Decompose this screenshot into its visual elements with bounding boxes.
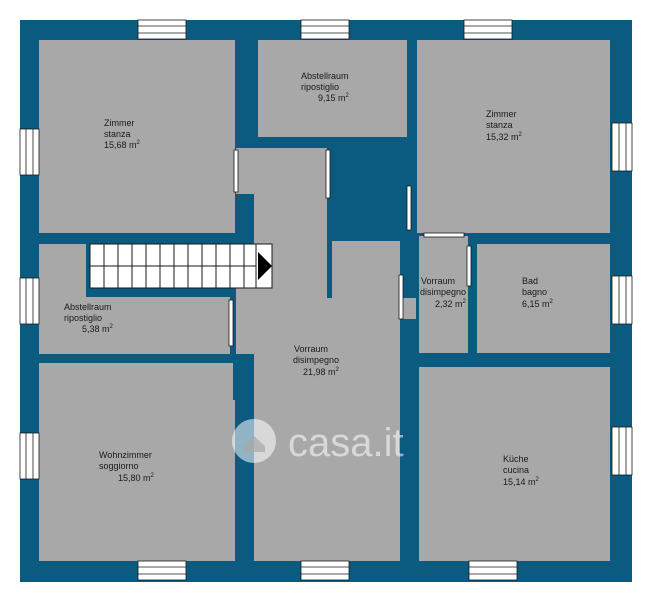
door-vorraum-small (423, 232, 465, 238)
doors (228, 149, 472, 347)
window-top-2 (300, 19, 350, 40)
floor-abstellraum-top (258, 40, 407, 137)
wall-stub-hall-a (233, 354, 254, 400)
wall-stub-hall-c (400, 319, 419, 459)
floor-zimmer-right (417, 40, 610, 233)
floor-abstellraum-left (39, 244, 86, 354)
window-top-1 (137, 19, 187, 40)
house-icon-shape (243, 436, 265, 452)
area-bad: 6,15 m2 (522, 299, 554, 309)
door-zimmer-left (233, 149, 239, 193)
area-vorraum-small: 2,32 m2 (435, 299, 467, 309)
label-abstell-top-de: Abstellraum (301, 71, 349, 81)
stairs (89, 243, 273, 289)
floor-wohnzimmer (39, 363, 235, 561)
wall-stub-top-right (407, 40, 417, 186)
label-kueche-de: Küche (503, 454, 529, 464)
windows (19, 19, 633, 581)
area-abstell-top: 9,15 m2 (318, 93, 350, 103)
stairs-arrow (258, 252, 272, 280)
wall-stub-center-top (258, 137, 326, 148)
floor-corridor-right (332, 241, 400, 361)
floor-kueche (419, 367, 610, 561)
floor-abstellraum-left-lower (86, 297, 230, 354)
window-left-3 (19, 432, 40, 480)
door-zimmer-right (406, 185, 412, 231)
window-right-1 (611, 122, 633, 172)
area-zimmer-left: 15,68 m2 (104, 140, 141, 150)
label-vorraum-small-de: Vorraum (421, 276, 455, 286)
watermark-brand: casa.it (288, 421, 404, 465)
door-bad (466, 245, 472, 287)
window-left-1 (19, 128, 40, 176)
label-abstell-left-it: ripostiglio (64, 313, 102, 323)
area-vorraum-hall: 21,98 m2 (303, 367, 340, 377)
window-top-3 (463, 19, 513, 40)
window-right-3 (611, 426, 633, 476)
label-vorraum-hall-de: Vorraum (294, 344, 328, 354)
label-bad-it: bagno (522, 287, 547, 297)
window-right-2 (611, 275, 633, 325)
area-zimmer-right: 15,32 m2 (486, 132, 523, 142)
door-vorraum-entry (398, 274, 404, 320)
wall-stub-hall-b (400, 241, 419, 275)
floor-hall-center (254, 355, 400, 561)
label-wohnzimmer-de: Wohnzimmer (99, 450, 152, 460)
label-bad-de: Bad (522, 276, 538, 286)
window-bottom-3 (468, 560, 518, 581)
room-labels: Zimmer stanza 15,68 m2 Abstellraum ripos… (64, 71, 554, 487)
door-abstell-left (228, 299, 234, 347)
window-bottom-2 (300, 560, 350, 581)
label-abstell-top-it: ripostiglio (301, 82, 339, 92)
area-kueche: 15,14 m2 (503, 477, 540, 487)
label-zimmer-left-it: stanza (104, 129, 131, 139)
area-abstell-left: 5,38 m2 (82, 324, 114, 334)
window-bottom-1 (137, 560, 187, 581)
wall-stub-left-upper (235, 194, 254, 244)
label-vorraum-small-it: disimpegno (420, 287, 466, 297)
door-abstell-top (325, 149, 331, 199)
label-wohnzimmer-it: soggiorno (99, 461, 139, 471)
window-left-2 (19, 277, 40, 325)
label-vorraum-hall-it: disimpegno (293, 355, 339, 365)
room-floors (39, 40, 610, 561)
label-zimmer-left-de: Zimmer (104, 118, 135, 128)
area-wohnzimmer: 15,80 m2 (118, 473, 155, 483)
label-abstell-left-de: Abstellraum (64, 302, 112, 312)
label-zimmer-right-de: Zimmer (486, 109, 517, 119)
floor-bad (477, 244, 610, 353)
label-kueche-it: cucina (503, 465, 529, 475)
floor-vorraum-small (419, 236, 468, 353)
interior-walls (233, 40, 419, 459)
label-zimmer-right-it: stanza (486, 120, 513, 130)
watermark: casa.it (232, 419, 404, 465)
floor-zimmer-left (39, 40, 235, 233)
stairs-treads (90, 244, 257, 288)
